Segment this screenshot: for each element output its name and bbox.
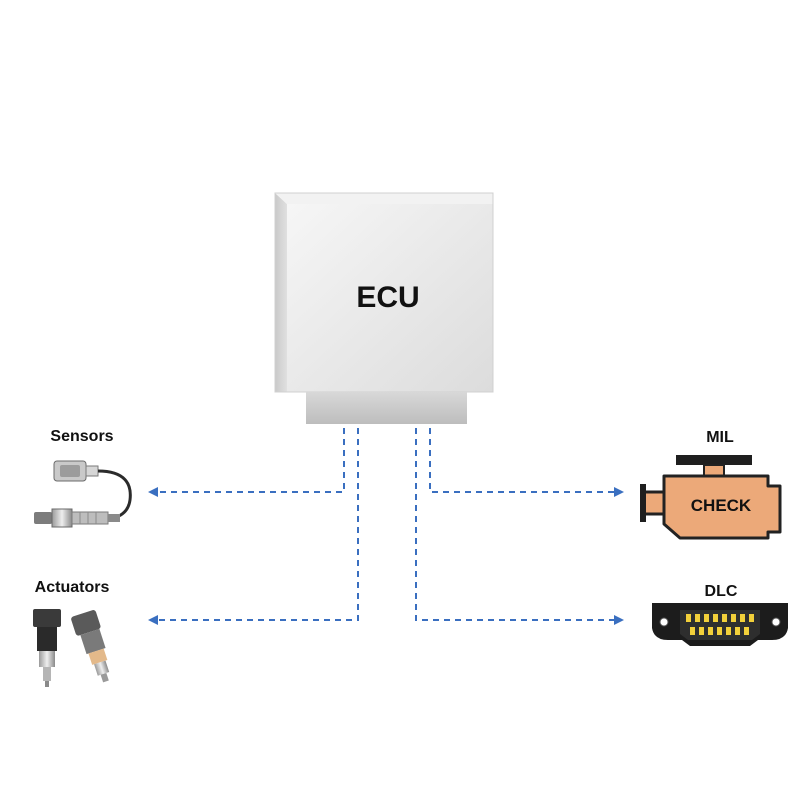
actuators-signal-line bbox=[148, 428, 359, 625]
actuators-label: Actuators bbox=[35, 579, 110, 596]
signal-lines bbox=[148, 428, 624, 625]
ecu-box-top bbox=[275, 193, 493, 204]
oxygen-sensor-icon bbox=[34, 460, 132, 528]
sensors-signal-line bbox=[148, 428, 345, 497]
mil-check-text: CHECK bbox=[691, 496, 752, 515]
fuel-injector-icon bbox=[33, 609, 110, 687]
mil-signal-line bbox=[429, 428, 624, 497]
ecu-box-face bbox=[287, 204, 493, 392]
dlc-pins bbox=[686, 614, 754, 635]
ecu-box-side bbox=[275, 193, 287, 392]
ecu-connector bbox=[306, 392, 467, 424]
dlc-label: DLC bbox=[705, 583, 738, 600]
obd-connector-icon bbox=[652, 603, 788, 646]
dlc-signal-line bbox=[415, 428, 624, 625]
check-engine-icon: CHECK bbox=[640, 455, 782, 540]
sensors-label: Sensors bbox=[50, 428, 113, 445]
ecu-box: ECU bbox=[274, 192, 494, 424]
mil-label: MIL bbox=[706, 429, 734, 446]
ecu-label: ECU bbox=[356, 281, 419, 314]
ecu-box-outline bbox=[274, 192, 494, 393]
